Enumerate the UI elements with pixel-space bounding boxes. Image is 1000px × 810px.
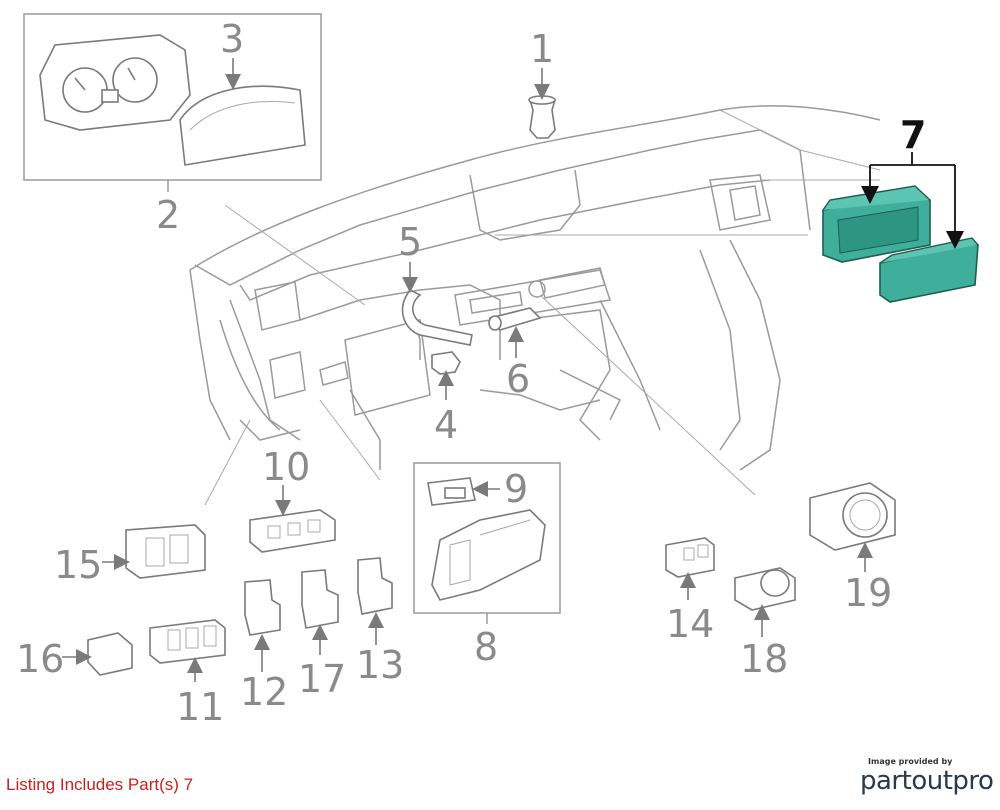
switch-part-15 [125, 524, 206, 579]
callout-15: 15 [54, 543, 102, 587]
switch-part-10 [249, 509, 336, 553]
cluster-lens [179, 85, 306, 166]
clip-part [528, 95, 557, 139]
callout-9: 9 [504, 467, 528, 511]
display-panel-highlighted [822, 185, 979, 303]
hose-part [401, 288, 473, 346]
dashboard-outline [189, 105, 881, 471]
listing-note: Listing Includes Part(s) 7 [6, 775, 194, 794]
switch-part-11 [149, 619, 226, 664]
callout-7: 7 [900, 113, 926, 157]
brand-logo: partoutpro [860, 766, 994, 796]
callout-5: 5 [398, 220, 422, 264]
glovebox-part [431, 509, 546, 601]
cluster-group-box [23, 13, 322, 181]
leader-lines [204, 204, 808, 506]
switch-part-9 [427, 477, 476, 506]
instrument-cluster [39, 34, 191, 131]
callout-12: 12 [240, 670, 288, 714]
callout-16: 16 [16, 637, 64, 681]
switch-part-6 [488, 307, 542, 331]
callout-4: 4 [434, 403, 458, 447]
callout-10: 10 [262, 445, 310, 489]
switch-part-16 [87, 632, 133, 676]
callout-11: 11 [176, 685, 224, 729]
clock-part [809, 482, 896, 551]
callout-3: 3 [220, 17, 244, 61]
callout-19: 19 [844, 571, 892, 615]
switch-part-14 [665, 537, 715, 578]
start-button-part [734, 567, 796, 611]
credit-caption: Image provided by [868, 757, 953, 766]
switch-part-13 [357, 557, 393, 615]
sensor-part [431, 351, 461, 375]
callout-17: 17 [298, 657, 346, 701]
callout-2: 2 [156, 193, 180, 237]
callout-8: 8 [474, 625, 498, 669]
callout-13: 13 [356, 643, 404, 687]
callout-18: 18 [740, 637, 788, 681]
switch-part-12 [244, 579, 281, 636]
switch-part-17 [301, 569, 339, 629]
callout-7-arrows [861, 152, 964, 249]
callout-14: 14 [666, 602, 714, 646]
callout-6: 6 [506, 357, 530, 401]
callout-1: 1 [530, 27, 554, 71]
